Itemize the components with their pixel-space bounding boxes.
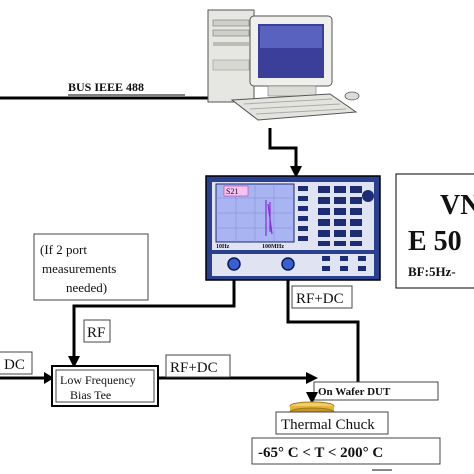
vna-instrument: S21 10Hz 100MHz [205, 175, 381, 281]
arrow-dc-into-tee [44, 372, 54, 384]
note-line-1: (If 2 port [40, 242, 87, 257]
vna-keypad [318, 186, 362, 246]
vna-spec-panel: VN E 50 BF:5Hz- [395, 173, 474, 289]
note-line-2: measurements [42, 261, 116, 276]
probe-tip [306, 392, 318, 404]
vna-knob [362, 190, 374, 202]
two-port-note: (If 2 port measurements needed) [33, 233, 149, 301]
bias-tee: Low Frequency Bias Tee [51, 365, 159, 407]
screen-freq-start: 10Hz [216, 244, 230, 250]
rf-label: RF [87, 325, 105, 341]
bias-tee-line-2: Bias Tee [70, 388, 111, 402]
bias-tee-line-1: Low Frequency [60, 373, 136, 387]
vna-model: E 50 [408, 226, 462, 257]
rf-dc-vna-label: RF+DC [296, 291, 344, 307]
dc-label: DC [4, 357, 25, 373]
screen-trace [265, 200, 273, 236]
vna-title: VN [440, 190, 474, 221]
arrow-heads [44, 166, 318, 384]
vna-port-2 [281, 257, 295, 271]
vna-bandwidth: BF:5Hz- [408, 264, 456, 279]
on-wafer-label: On Wafer DUT [318, 386, 391, 398]
thermal-chuck-label: Thermal Chuck [281, 417, 375, 433]
arrow-into-vna [290, 166, 302, 178]
bus-label: BUS IEEE 488 [68, 80, 144, 94]
vna-port-1 [227, 257, 241, 271]
arrow-into-tee [68, 356, 80, 368]
temperature-range: -65° C < T < 200° C [258, 445, 383, 461]
pc-to-vna-cable [268, 128, 298, 168]
screen-freq-stop: 100MHz [262, 244, 284, 250]
computer-icon [207, 9, 360, 121]
rf-dc-tee-label: RF+DC [170, 360, 218, 376]
screen-trace-label: S21 [226, 187, 238, 196]
vna-softkeys [298, 186, 308, 241]
rf-cable [72, 268, 236, 360]
note-line-3: needed) [66, 280, 107, 295]
arrow-into-dut [306, 372, 318, 384]
